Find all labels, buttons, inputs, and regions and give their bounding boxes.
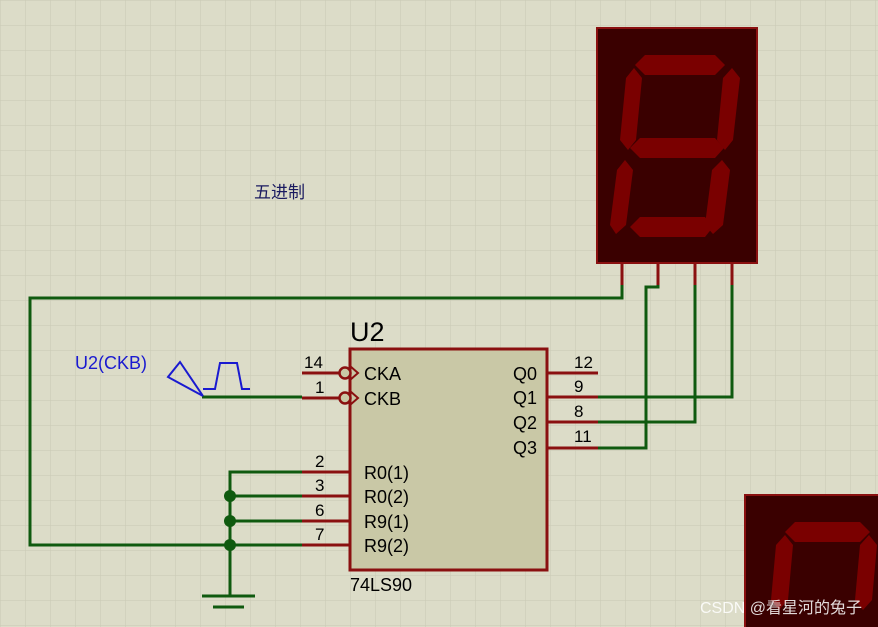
- input-pin-names: CKA CKB R0(1) R0(2) R9(1) R9(2): [364, 364, 409, 556]
- pin-name: R9(1): [364, 512, 409, 532]
- pin-number: 8: [574, 402, 583, 421]
- ground-icon: [202, 594, 255, 609]
- clock-edge-marks: [349, 365, 360, 406]
- output-pin-names: Q0 Q1 Q2 Q3: [513, 364, 537, 458]
- inversion-bubbles: [338, 366, 352, 405]
- pin-number: 2: [315, 452, 324, 471]
- chip-body[interactable]: [348, 347, 549, 572]
- pin-number: 6: [315, 501, 324, 520]
- chip-ref: U2: [350, 317, 385, 347]
- pin-number: 12: [574, 353, 593, 372]
- clock-generator-icon[interactable]: [166, 360, 250, 397]
- pin-number: 7: [315, 525, 324, 544]
- display-2-segments: [771, 522, 877, 610]
- pin-name: CKA: [364, 364, 401, 384]
- pin-number: 14: [304, 353, 323, 372]
- pin-name: R0(1): [364, 463, 409, 483]
- input-pin-numbers: 14 1 2 3 6 7: [304, 353, 324, 544]
- watermark: CSDN @看星河的兔子: [700, 599, 862, 617]
- pin-number: 3: [315, 476, 324, 495]
- pin-number: 1: [315, 378, 324, 397]
- pin-name: Q1: [513, 388, 537, 408]
- wires: [28, 285, 734, 595]
- input-pin-lines: [302, 371, 350, 547]
- pin-name: Q2: [513, 413, 537, 433]
- pin-number: 11: [574, 427, 592, 446]
- output-pin-lines: [547, 371, 598, 450]
- output-pin-numbers: 12 9 8 11: [574, 353, 593, 446]
- pin-number: 9: [574, 377, 583, 396]
- pin-name: CKB: [364, 389, 401, 409]
- pin-name: Q0: [513, 364, 537, 384]
- annotation-text: 五进制: [254, 183, 305, 202]
- seven-segment-display-2[interactable]: [744, 494, 878, 627]
- pin-name: Q3: [513, 438, 537, 458]
- pin-name: R0(2): [364, 487, 409, 507]
- pin-name: R9(2): [364, 536, 409, 556]
- chip-part: 74LS90: [350, 575, 412, 595]
- display-segments: [610, 55, 740, 237]
- junction-dots: [224, 490, 236, 551]
- seven-segment-display-icon[interactable]: [596, 27, 758, 285]
- clock-source-label: U2(CKB): [75, 353, 147, 373]
